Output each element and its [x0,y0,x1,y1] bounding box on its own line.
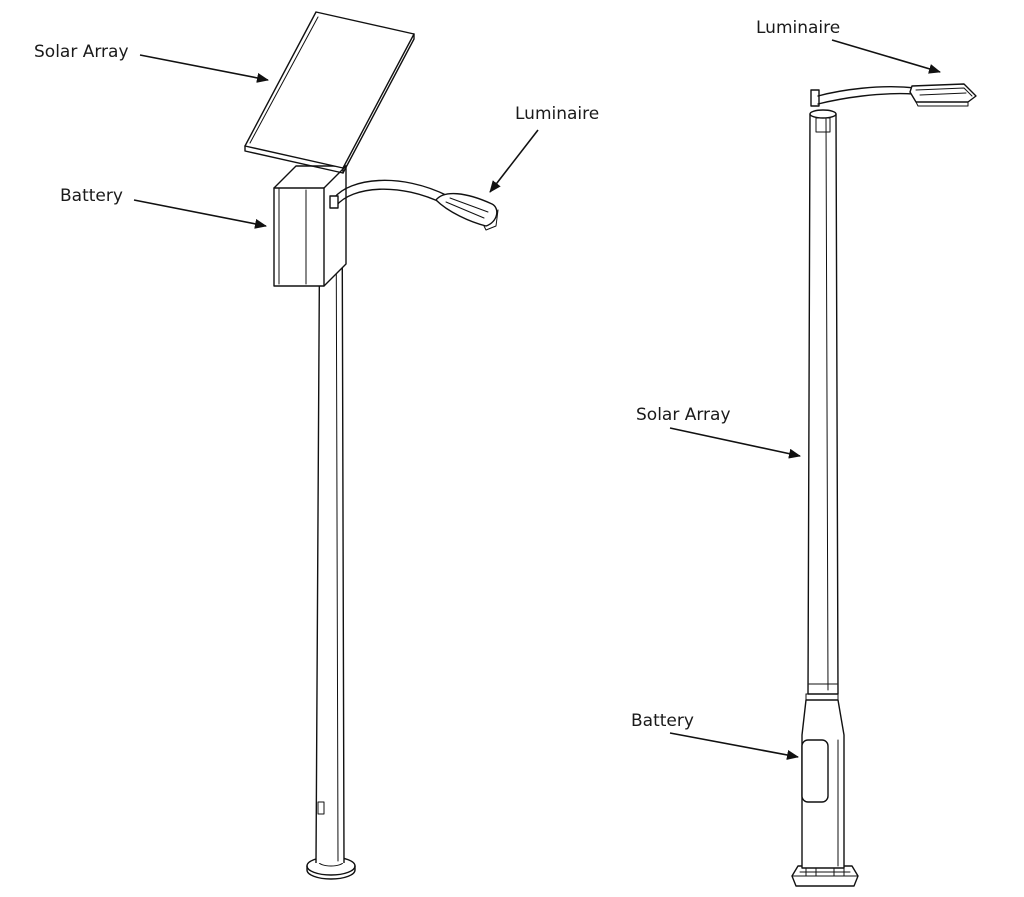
right-streetlight [669,39,977,887]
right-pole-shaft [807,109,839,695]
right-luminaire-arrow [831,39,941,74]
left-battery-label: Battery [60,186,123,206]
left-battery-arrow [133,199,267,229]
left-luminaire-arrow [489,129,539,193]
left-solar-array-arrow [139,54,269,83]
left-solar-array-label: Solar Array [34,42,129,62]
right-base [791,865,859,887]
left-streetlight [133,11,539,880]
right-lower-housing [801,693,845,869]
right-solar-array-label: Solar Array [636,405,731,425]
left-battery-box [273,165,347,287]
right-leader-arrows [669,39,941,760]
right-battery-arrow [669,732,799,760]
left-leader-arrows [133,54,539,229]
left-pole-shaft [315,167,345,864]
left-solar-panel [244,11,415,174]
right-battery-door [801,739,829,803]
right-luminaire [810,83,977,107]
right-luminaire-label: Luminaire [756,18,841,38]
left-luminaire [329,179,499,231]
right-battery-label: Battery [631,711,694,731]
left-luminaire-label: Luminaire [515,104,600,124]
right-solar-array-arrow [669,427,801,459]
